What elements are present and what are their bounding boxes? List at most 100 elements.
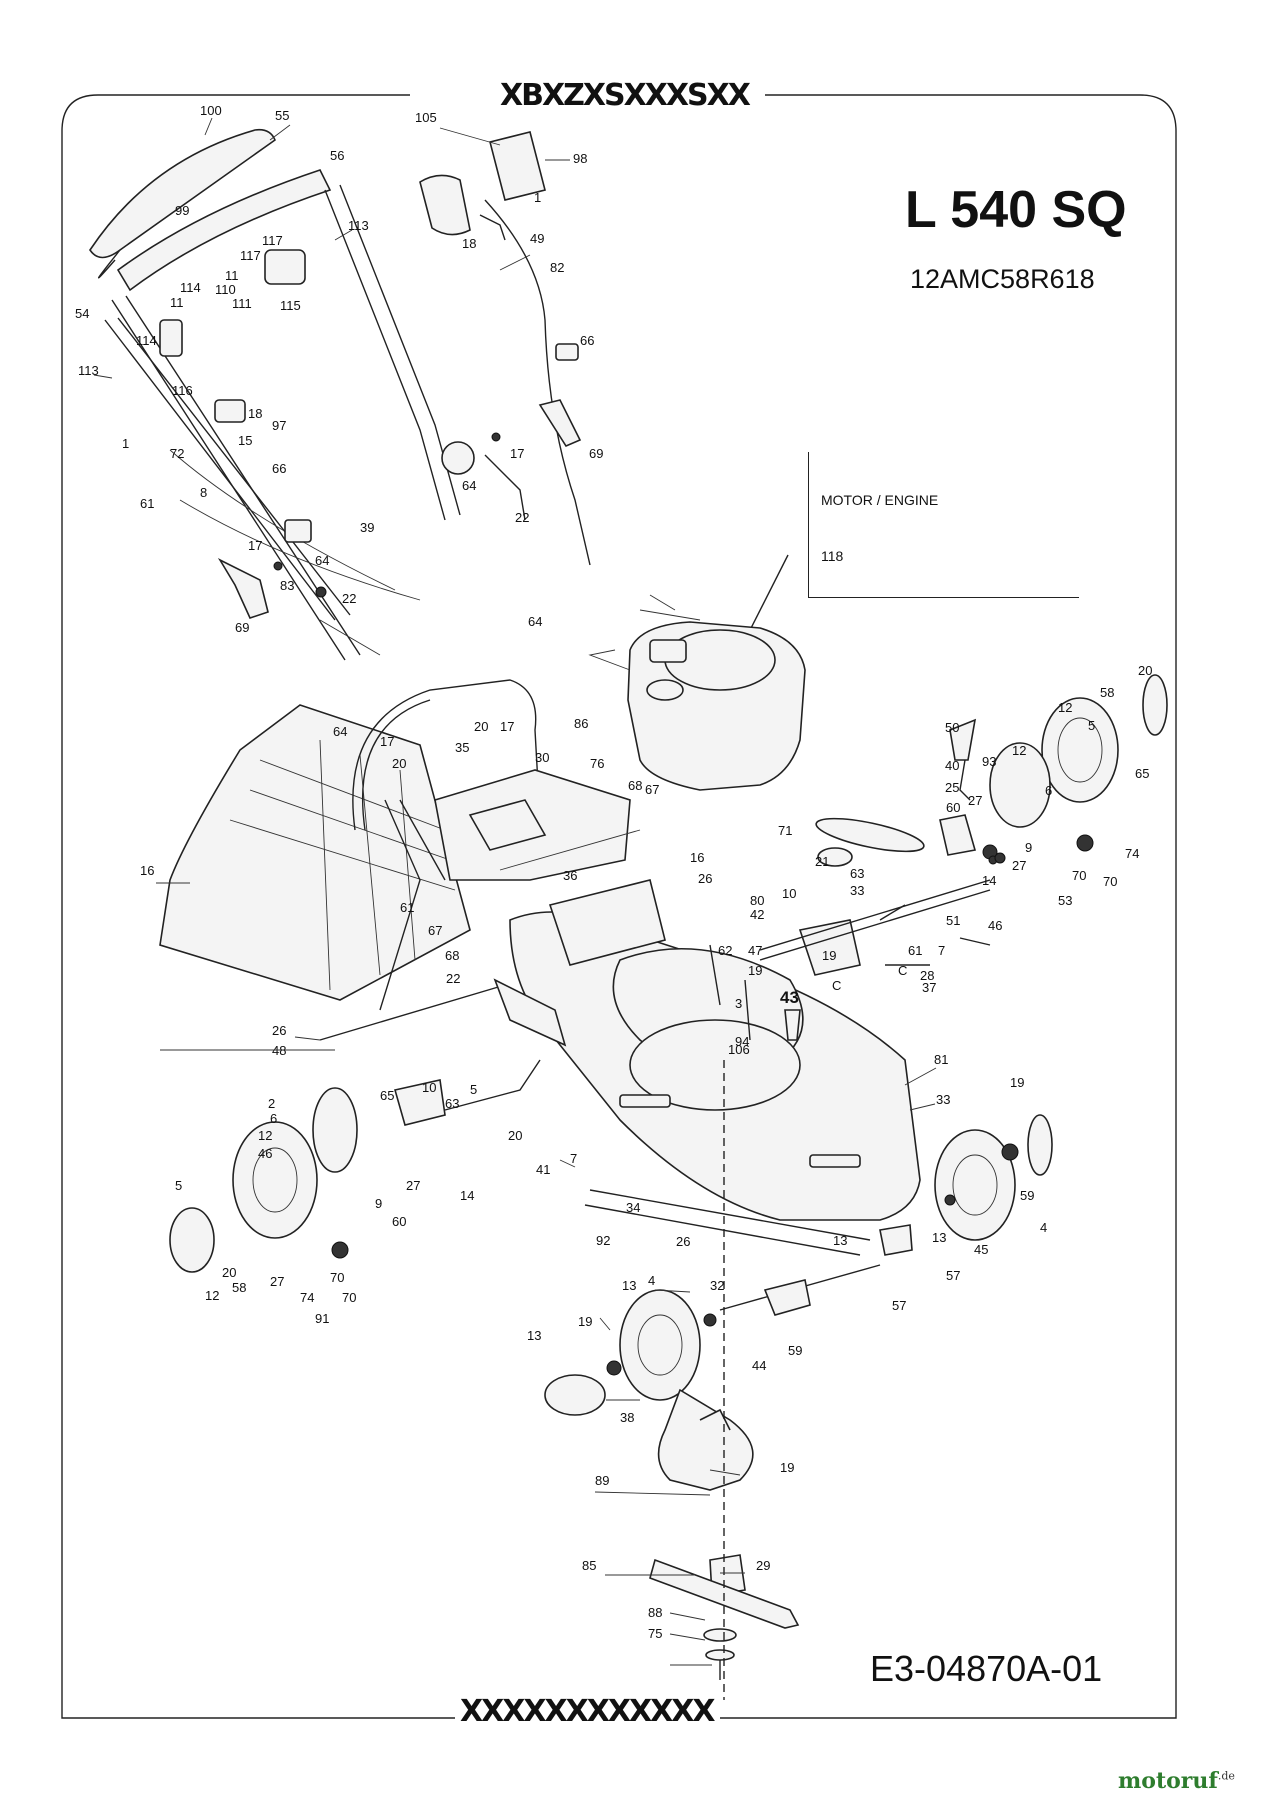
callout: 63 [445,1096,459,1111]
callout: 22 [515,510,529,525]
callout: 80 [750,893,764,908]
callout: 35 [455,740,469,755]
callout: 41 [536,1162,550,1177]
callout: 114 [136,333,157,348]
callout: 27 [270,1274,284,1289]
callout: C [832,978,841,993]
callout: 66 [580,333,594,348]
callout: 26 [272,1023,286,1038]
callout: 97 [272,418,286,433]
callout: 12 [1058,700,1072,715]
callout: 12 [258,1128,272,1143]
callout-labels: 100 55 56 99 113 117 117 11 114 110 11 1… [75,103,1152,1641]
callout: 5 [470,1082,477,1097]
callout: 54 [75,306,89,321]
callout: 64 [333,724,347,739]
callout: 3 [735,996,742,1011]
callout: 65 [1135,766,1149,781]
rear-left-wheel-group [169,1059,541,1273]
rear-right-wheel-group [989,674,1168,864]
callout: 91 [315,1311,329,1326]
callout: 67 [428,923,442,938]
callout: 76 [590,756,604,771]
callout: 65 [380,1088,394,1103]
callout: 1 [534,190,541,205]
callout: 17 [500,719,514,734]
callout: 19 [780,1460,794,1475]
callout: 5 [1088,718,1095,733]
callout: 27 [1012,858,1026,873]
callout: 32 [710,1278,724,1293]
callout: 70 [1103,874,1117,889]
callout: 20 [474,719,488,734]
mower-deck [493,879,921,1256]
header-code: XBXZXSXXXSXX [500,78,751,113]
callout: 51 [946,913,960,928]
callout: 106 [728,1042,750,1057]
callout: 20 [508,1128,522,1143]
grass-catcher [159,679,641,1041]
callout: 27 [968,793,982,808]
callout: 70 [342,1290,356,1305]
callout: 67 [645,782,659,797]
callout: 89 [595,1473,609,1488]
callout: 66 [272,461,286,476]
callout: 74 [300,1290,314,1305]
model-number: 12AMC58R618 [910,264,1095,294]
callout: 30 [535,750,549,765]
callout: 25 [945,780,959,795]
callout: 20 [1138,663,1152,678]
callout: 13 [833,1233,847,1248]
callout: 2 [268,1096,275,1111]
callout: 45 [974,1242,988,1257]
callout: 17 [380,734,394,749]
callout: 1 [122,436,129,451]
drawing-number: E3-04870A-01 [870,1648,1103,1689]
callout: 70 [1072,868,1086,883]
callout: 63 [850,866,864,881]
callout: 26 [698,871,712,886]
callout: 46 [988,918,1002,933]
callout: 20 [392,756,406,771]
front-right-wheel-group [879,1114,1053,1256]
callout: 27 [406,1178,420,1193]
callout: 114 [180,280,201,295]
front-left-wheel-group [544,1264,881,1416]
callout: 81 [934,1052,948,1067]
engine-legend-box: MOTOR / ENGINE 118 [808,452,1079,598]
callout: 116 [172,383,193,398]
callout: 7 [570,1151,577,1166]
legend-engine-label: MOTOR / ENGINE [821,492,939,508]
callout: 12 [205,1288,219,1303]
callout: 60 [392,1214,406,1229]
callout: 58 [232,1280,246,1295]
callout: 13 [527,1328,541,1343]
callout: 57 [892,1298,906,1313]
callout: 46 [258,1146,272,1161]
callout: 10 [782,886,796,901]
callout: 19 [748,963,762,978]
callout: 18 [248,406,262,421]
callout: 82 [550,260,564,275]
callout: 42 [750,907,764,922]
callout: 38 [620,1410,634,1425]
callout: 37 [922,980,936,995]
callout: 71 [778,823,792,838]
callout: 33 [850,883,864,898]
callout: 94 [735,1034,749,1049]
callout: 8 [200,485,207,500]
callout: 19 [578,1314,592,1329]
callout: 39 [360,520,374,535]
callout: 53 [1058,893,1072,908]
callout: 5 [175,1178,182,1193]
callout: 12 [1012,743,1026,758]
callout: 85 [582,1558,596,1573]
callout: 61 [140,496,154,511]
callout: 16 [140,863,154,878]
callout: 19 [822,948,836,963]
callout: 72 [170,446,184,461]
blade-assembly [649,1060,800,1700]
callout: 56 [330,148,344,163]
watermark-suffix: .de [1217,1769,1235,1783]
